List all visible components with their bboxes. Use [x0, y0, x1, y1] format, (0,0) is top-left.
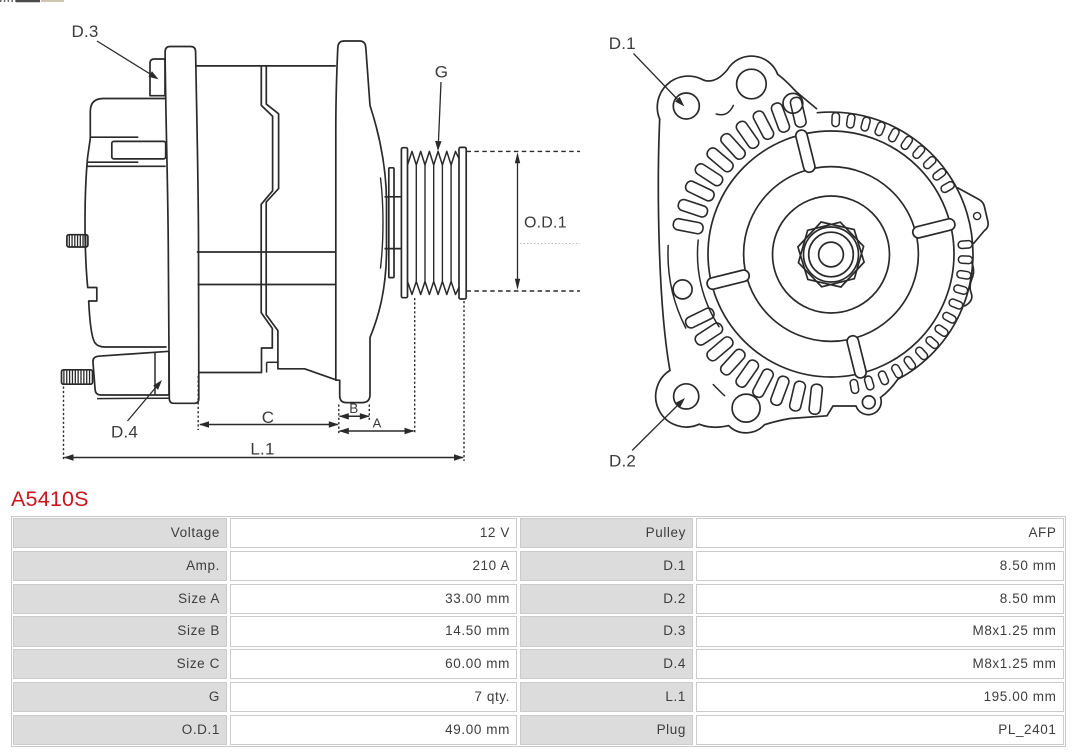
svg-text:D.3: D.3 — [71, 22, 98, 41]
svg-text:D.2: D.2 — [609, 451, 636, 470]
svg-text:C: C — [262, 408, 274, 427]
svg-text:B: B — [349, 401, 358, 416]
svg-text:O.D.1: O.D.1 — [524, 215, 567, 232]
svg-text:L.1: L.1 — [250, 440, 274, 459]
svg-text:A: A — [373, 416, 382, 431]
svg-text:D.1: D.1 — [609, 34, 636, 53]
svg-text:D.4: D.4 — [111, 423, 138, 442]
svg-text:G: G — [435, 63, 448, 82]
